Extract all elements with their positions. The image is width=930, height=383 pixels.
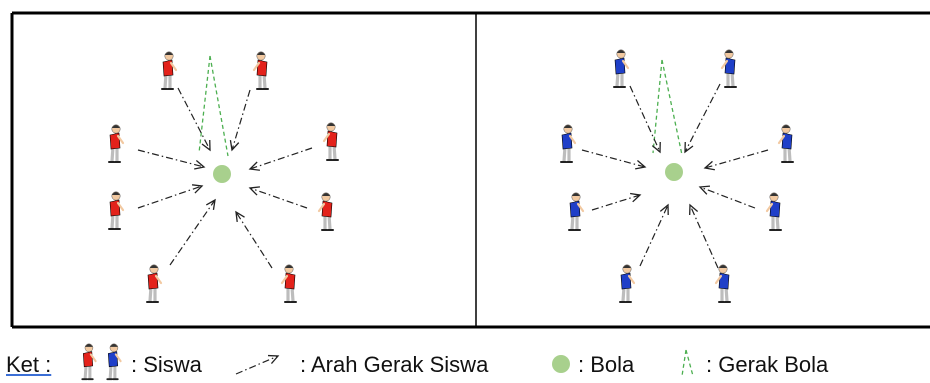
legend-arrow-icon <box>235 354 280 375</box>
student-move-arrow <box>629 85 661 154</box>
legend-student-red <box>81 343 97 381</box>
student-move-arrow <box>698 185 756 209</box>
student-figure <box>108 124 125 163</box>
student-move-arrow <box>703 149 769 171</box>
student-move-arrow <box>235 210 273 269</box>
student-figure <box>322 122 339 161</box>
legend-ball-label: : Bola <box>578 352 635 377</box>
legend-ball-icon <box>552 355 570 373</box>
student-figure <box>613 49 630 88</box>
student-figure <box>720 49 737 88</box>
field-border <box>10 11 930 329</box>
ball-path-line <box>652 59 663 154</box>
student-figure <box>146 264 163 303</box>
panel-left <box>108 51 339 303</box>
ball-path-line <box>209 55 229 157</box>
legend-student-icons <box>81 343 122 381</box>
student-move-arrow <box>689 203 719 269</box>
student-move-arrow <box>591 192 642 211</box>
student-move-arrow <box>137 184 204 209</box>
legend-ket-label: Ket : <box>6 352 52 377</box>
student-move-arrow <box>177 87 211 152</box>
student-move-arrow <box>248 186 308 209</box>
student-figure <box>765 192 782 231</box>
ball-path-line <box>661 59 683 156</box>
legend-student-label: : Siswa <box>131 352 202 377</box>
student-move-arrow <box>639 203 669 267</box>
student-move-arrow <box>684 83 721 154</box>
student-move-arrow <box>229 89 251 152</box>
student-move-arrow <box>248 147 313 171</box>
student-figure <box>252 51 269 90</box>
ball <box>213 165 231 183</box>
student-figure <box>317 192 334 231</box>
student-move-arrow <box>581 149 647 170</box>
student-move-arrow <box>169 198 216 266</box>
student-figure <box>568 192 585 231</box>
student-move-arrow <box>137 149 206 170</box>
ball <box>665 163 683 181</box>
legend-arrow-label: : Arah Gerak Siswa <box>300 352 489 377</box>
student-figure <box>619 264 636 303</box>
student-figure <box>777 124 794 163</box>
legend-student-blue-icon <box>106 343 122 381</box>
field-diagram <box>10 11 930 329</box>
legend-student-red-icon <box>81 343 97 381</box>
legend-arrow <box>235 354 280 375</box>
legend-ball-path-icon <box>681 349 694 377</box>
legend: Ket : : Siswa : Arah Gerak Siswa : Bola … <box>0 342 930 383</box>
legend-student-blue <box>106 343 122 381</box>
student-figure <box>108 191 125 230</box>
legend-ball-path-label: : Gerak Bola <box>706 352 829 377</box>
panel-right <box>560 49 794 303</box>
student-figure <box>714 264 731 303</box>
student-figure <box>560 124 577 163</box>
student-figure <box>280 264 297 303</box>
ball-path-line <box>198 55 211 154</box>
student-figure <box>161 51 178 90</box>
